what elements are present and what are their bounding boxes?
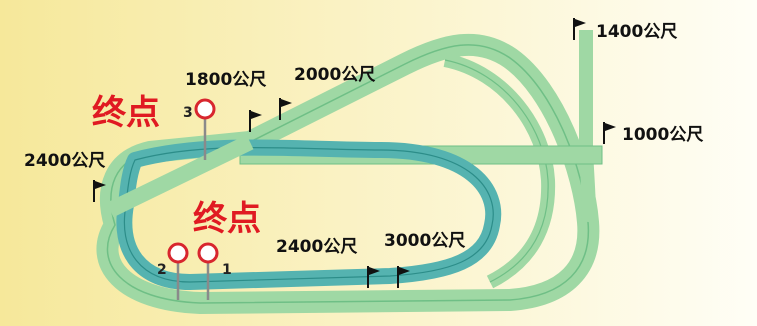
flag-2400-bottom [367,266,380,288]
label-1800: 1800公尺 [185,70,266,90]
flag-1400 [573,18,586,40]
flag-1800 [249,110,262,132]
finish-label-lower: 终点 [193,199,261,239]
all-weather-track-edge [123,146,494,283]
finish-label-upper: 终点 [92,93,160,133]
post-number-3: 3 [183,105,193,121]
flag-2400-left [93,180,106,202]
label-3000: 3000公尺 [384,231,465,251]
winning-post-1 [197,242,219,300]
label-2000: 2000公尺 [294,65,375,85]
winning-post-3 [194,98,216,160]
label-1000: 1000公尺 [622,125,703,145]
label-2400-bottom: 2400公尺 [276,237,357,257]
turf-inner-chute-edge [444,59,549,283]
home-straight-diagonal [106,134,254,218]
flag-3000 [397,266,410,288]
post-number-1: 1 [222,262,232,278]
label-1400: 1400公尺 [596,22,677,42]
label-2400-left: 2400公尺 [24,151,105,171]
flag-1000 [603,122,616,144]
winning-post-2 [167,242,189,300]
chute-1400 [579,30,596,224]
flag-2000 [279,98,292,120]
post-number-2: 2 [157,262,167,278]
